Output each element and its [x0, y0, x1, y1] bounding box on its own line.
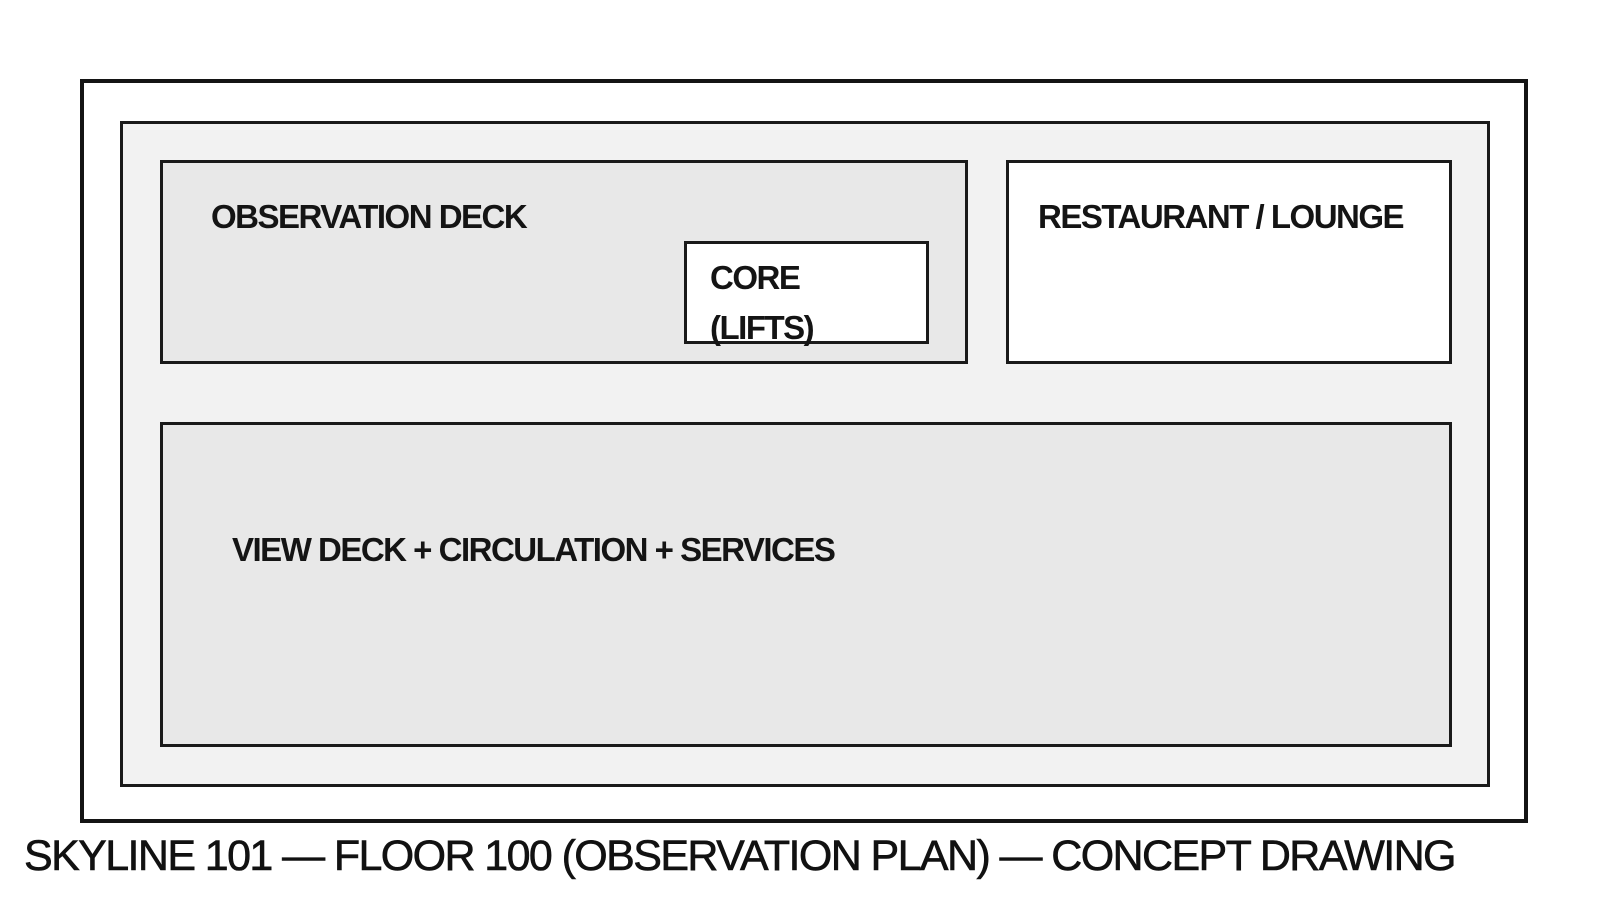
- restaurant-lounge-zone: [1006, 160, 1452, 364]
- drawing-title: SKYLINE 101 — FLOOR 100 (OBSERVATION PLA…: [24, 832, 1457, 880]
- core-lifts-zone: [684, 241, 929, 344]
- core-label: CORE: [710, 259, 801, 296]
- observation-deck-label: OBSERVATION DECK: [211, 198, 528, 235]
- lifts-label: (LIFTS): [710, 309, 815, 346]
- view-deck-zone: [160, 422, 1452, 747]
- restaurant-lounge-label: RESTAURANT / LOUNGE: [1038, 198, 1405, 235]
- view-deck-label: VIEW DECK + CIRCULATION + SERVICES: [232, 531, 836, 568]
